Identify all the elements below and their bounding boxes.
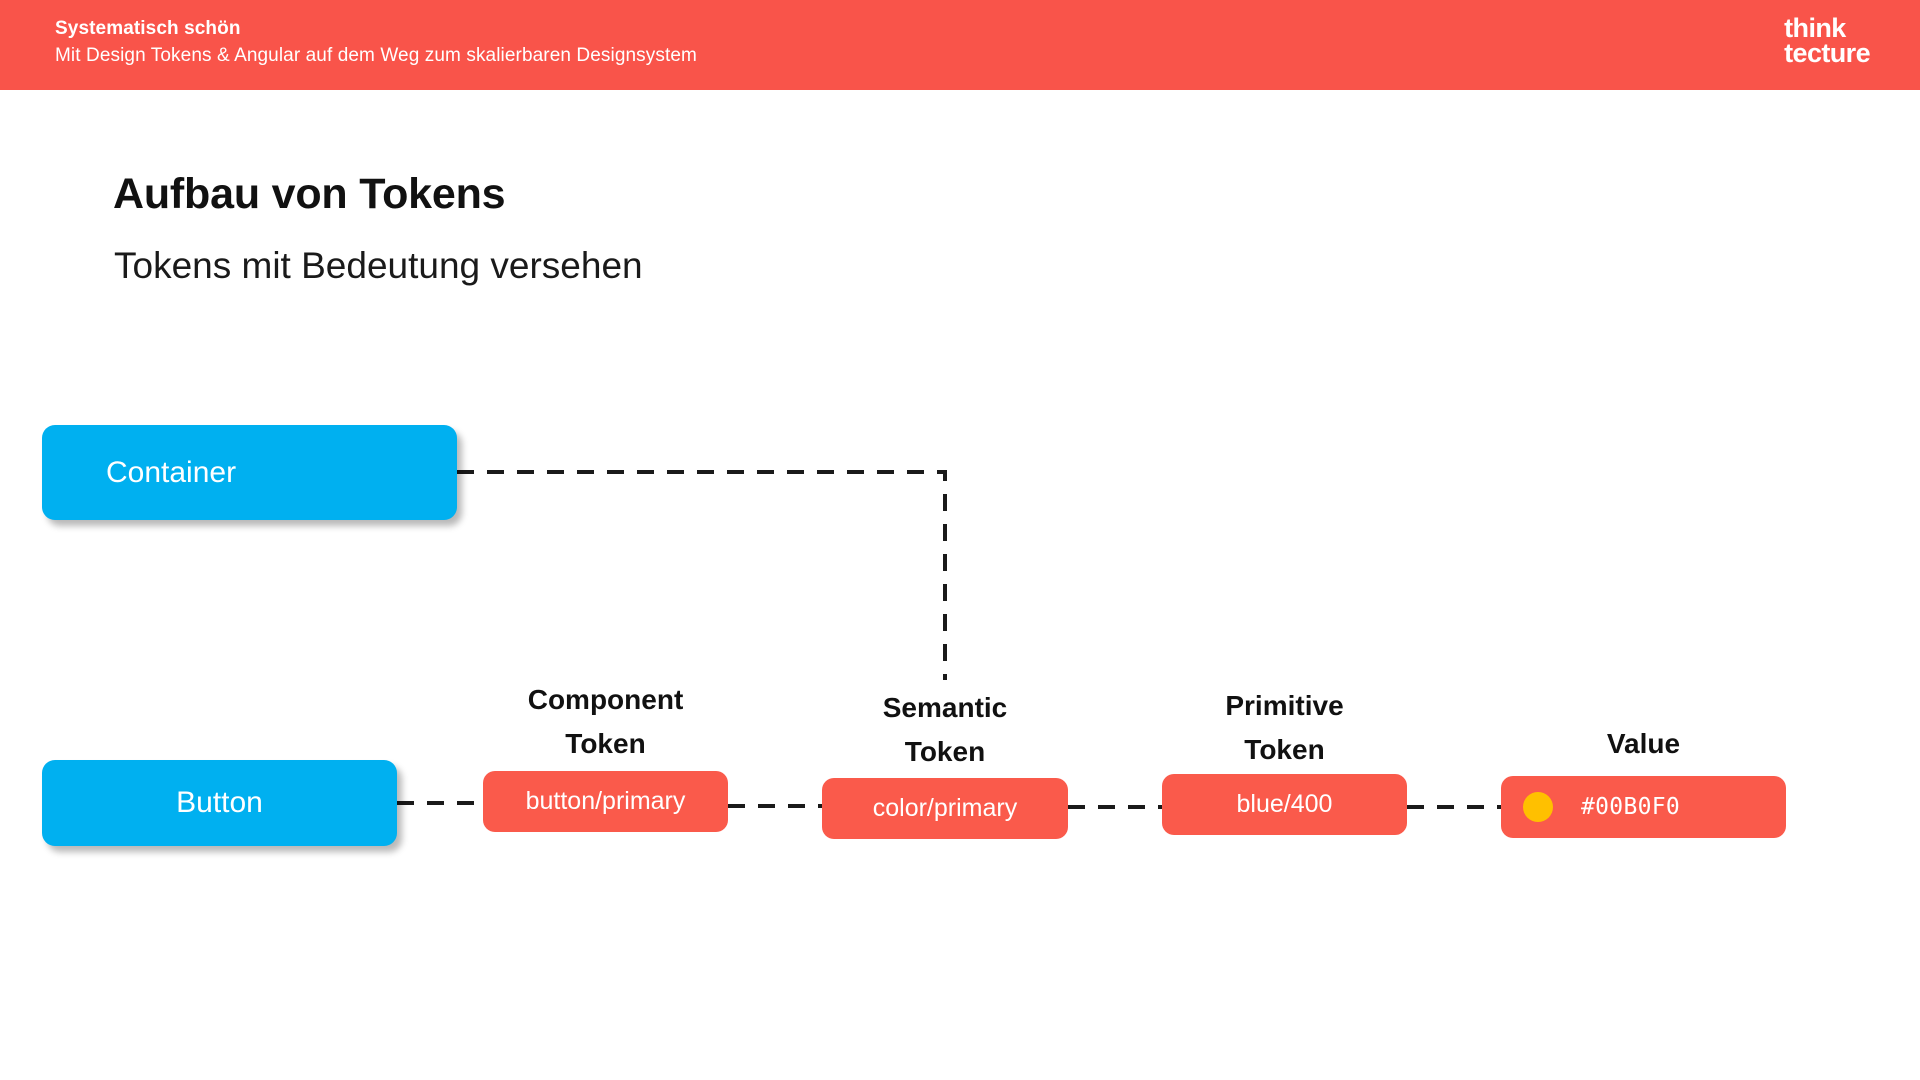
token-chip-component-label: button/primary: [525, 787, 686, 815]
element-box-container-label: Container: [106, 455, 237, 489]
presentation-subtitle: Mit Design Tokens & Angular auf dem Weg …: [55, 45, 697, 66]
token-chip-component[interactable]: button/primary: [483, 771, 728, 832]
element-box-container[interactable]: Container: [42, 425, 457, 520]
stage-caption-primitive-token: Primitive Token: [1225, 690, 1344, 765]
logo-line-think: think: [1784, 13, 1846, 43]
stage-caption-component-token: Component Token: [527, 684, 684, 759]
token-chip-semantic[interactable]: color/primary: [822, 778, 1068, 839]
token-chip-value-label: #00B0F0: [1581, 794, 1681, 820]
stage-caption-value: Value: [1606, 728, 1681, 759]
token-chip-semantic-label: color/primary: [872, 794, 1018, 822]
header-titles: Systematisch schön Mit Design Tokens & A…: [55, 16, 697, 70]
token-chip-primitive[interactable]: blue/400: [1162, 774, 1407, 835]
logo-line-tecture: tecture: [1784, 38, 1870, 68]
stage-caption-semantic-token: Semantic Token: [882, 692, 1008, 767]
header-bar: Systematisch schön Mit Design Tokens & A…: [0, 0, 1920, 90]
element-box-button[interactable]: Button: [42, 760, 397, 846]
token-chip-primitive-label: blue/400: [1236, 790, 1333, 818]
token-chip-value[interactable]: #00B0F0: [1501, 776, 1786, 838]
slide-title: Aufbau von Tokens: [113, 170, 506, 218]
color-swatch-icon: [1523, 792, 1553, 822]
connector-container-to-semantic: [457, 470, 947, 680]
presentation-title: Systematisch schön: [55, 18, 241, 39]
element-box-button-label: Button: [176, 786, 263, 819]
thinktecture-logo: think tecture: [1784, 13, 1870, 68]
slide-subtitle: Tokens mit Bedeutung versehen: [114, 245, 643, 286]
